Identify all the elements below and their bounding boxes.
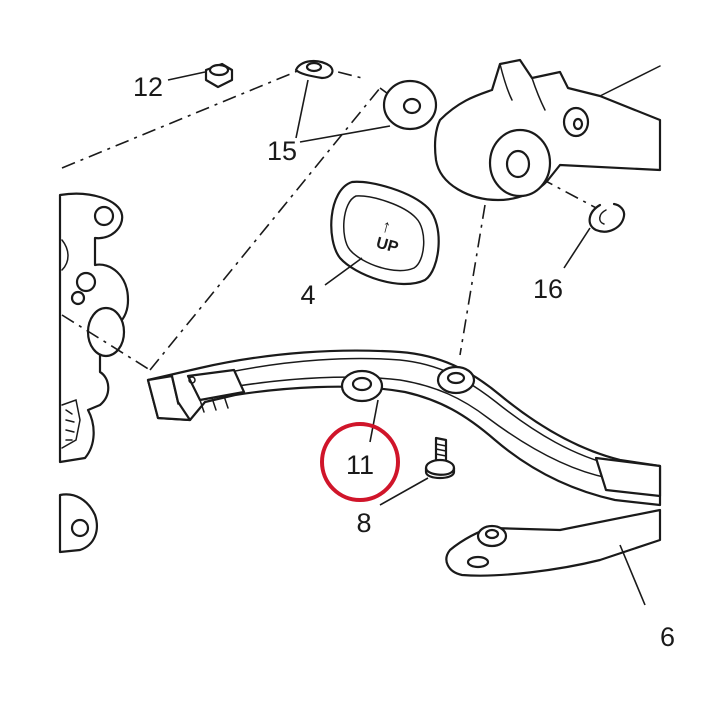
- callout-4: 4: [300, 280, 315, 310]
- highlight-ring: [320, 422, 400, 502]
- callout-11: 11: [346, 450, 374, 480]
- callout-15: 15: [267, 136, 297, 166]
- pad-up-label: UP: [374, 235, 400, 257]
- engine-casing: [58, 192, 130, 554]
- part-11-lever-arm: [146, 349, 662, 507]
- callout-6: 6: [660, 622, 675, 652]
- part-8-screw: [424, 436, 456, 480]
- part-16-circlip: [588, 202, 626, 233]
- pivot-bracket: [433, 58, 662, 202]
- leader-lines: [167, 71, 646, 606]
- callout-8: 8: [356, 508, 371, 538]
- part-6-footplate: [445, 508, 662, 577]
- part-12-nut: [204, 62, 234, 89]
- part-4-up-pad: ↑ UP: [330, 180, 440, 286]
- callout-16: 16: [533, 274, 563, 304]
- callout-12: 12: [133, 72, 163, 102]
- part-15-washers: [294, 60, 438, 131]
